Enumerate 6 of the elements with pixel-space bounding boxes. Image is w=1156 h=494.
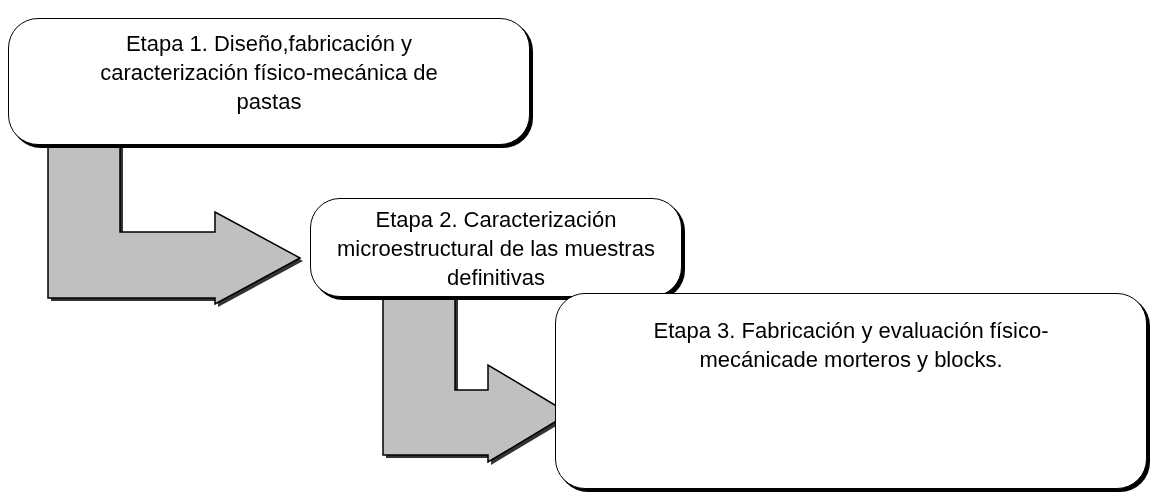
- stage-box: [8, 18, 530, 145]
- stage-box: [555, 293, 1147, 489]
- stage-text: Etapa 1. Diseño,fabricación y caracterización físico-mecánica de pastas: [99, 30, 439, 116]
- stage-box: [310, 198, 682, 297]
- stage-text: Etapa 2. Caracterización microestructural de las muestras definitivas: [336, 206, 656, 292]
- stage-text: Etapa 3. Fabricación y evaluación físico-mecánicade morteros y blocks.: [652, 317, 1050, 374]
